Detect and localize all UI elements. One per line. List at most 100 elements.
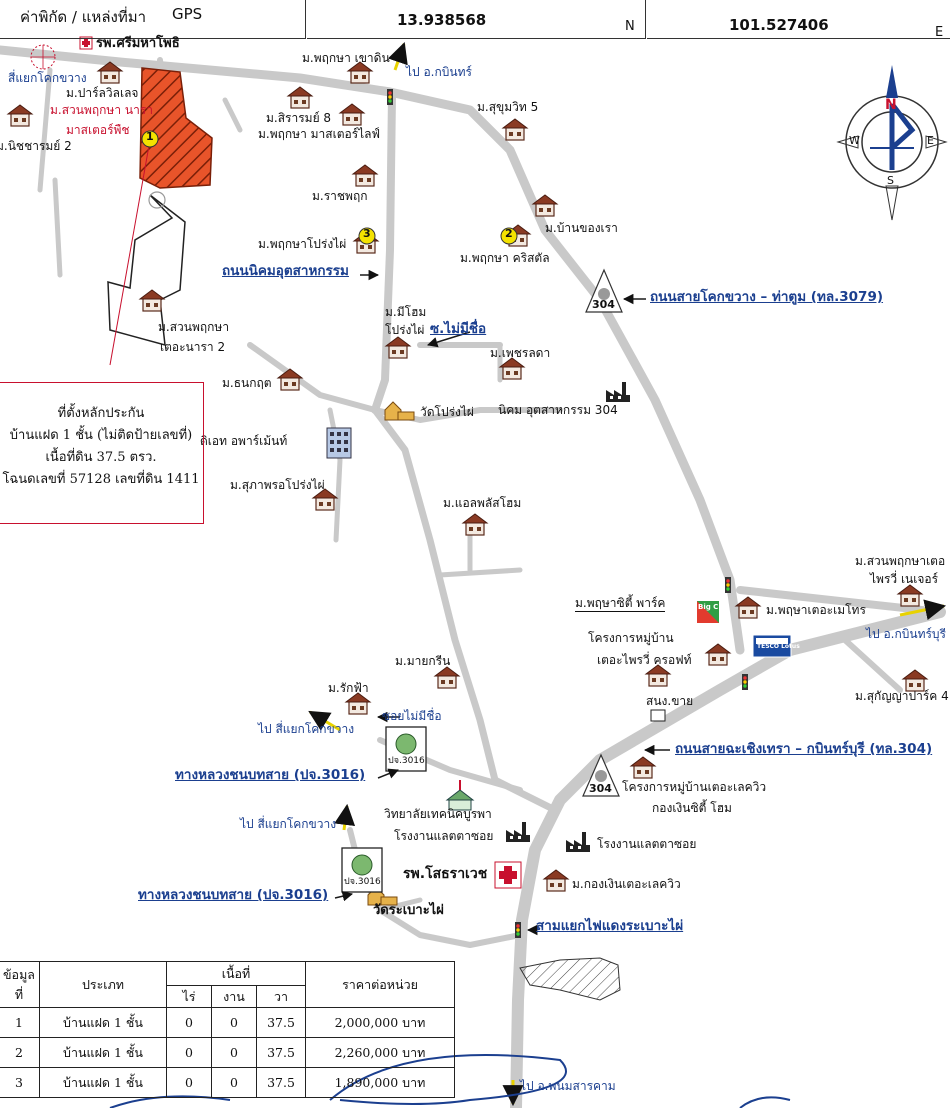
mai-green-label: ม.มายกรีน: [395, 654, 451, 668]
marker-1-label: 1: [146, 130, 154, 143]
pruksa-master-life-label: ม.พฤกษา มาสเตอร์ไลฟ์: [258, 127, 381, 141]
row-price: 1,890,000 บาท: [305, 1067, 455, 1098]
hospital-cross-icon: [494, 861, 522, 889]
parcel-ring: [148, 191, 166, 209]
row-type: บ้านแฝด 1 ชั้น: [39, 1007, 167, 1038]
marker-3: [358, 227, 376, 245]
row-no: 3: [0, 1067, 40, 1098]
project-lakeview-label: โครงการหมู่บ้านเตอะเลควิว: [622, 780, 767, 794]
to-phanom-label: ไป อ.พนมสารคาม: [520, 1079, 616, 1093]
land-parcel: [139, 67, 213, 189]
parcel-outline: [107, 194, 186, 347]
suphaporn-label: ม.สุภาพรอโปร่งไผ่: [230, 478, 325, 492]
d-apartment-label: ดิเอท อพาร์เม้นท์: [200, 434, 288, 448]
hospital-pin-icon: [30, 44, 56, 70]
row-ngan: 0: [211, 1067, 257, 1098]
latitude-suffix: N: [625, 19, 635, 34]
longitude-value: 101.527406: [729, 16, 829, 34]
row-ngan: 0: [211, 1037, 257, 1068]
pruksa-prongphai-label: ม.พฤกษาโปร่งไผ่: [258, 237, 347, 251]
shield-304-label: 304: [592, 298, 615, 311]
row-ngan: 0: [211, 1007, 257, 1038]
project-lakeview-sub-label: กองเงินซิตี้ โฮม: [652, 801, 732, 815]
latitude-cell: 13.938568 N: [307, 0, 646, 39]
parcel-pointer-line: [109, 139, 151, 366]
el-plus-label: ม.แอลพลัสโฮม: [443, 496, 522, 510]
sirarom-label: ม.สิรารมย์ 8: [266, 111, 332, 125]
hospital-sothorn-label: รพ.โสธราเวช: [403, 866, 488, 882]
soi-no-name-label: ซอยไม่มีชื่อ: [382, 709, 442, 723]
price-table: ข้อมูลที่ ประเภท เนื้อที่ ราคาต่อหน่วย ไ…: [0, 961, 455, 1098]
pruksa-khaodin-label: ม.พฤกษา เขาดิน: [302, 51, 390, 65]
nikhom-304-label: นิคม อุตสาหกรรม 304: [498, 403, 618, 417]
col-type-header: ประเภท: [39, 961, 167, 1008]
table-row: 3 บ้านแฝด 1 ชั้น 0 0 37.5 1,890,000 บาท: [0, 1067, 455, 1098]
road-3016-label: ทางหลวงชนบทสาย (ปจ.3016): [175, 767, 366, 783]
pruksa-city-park-label: ม.พฤษาซิตี้ พาร์ค: [575, 596, 666, 612]
to-kabinburi-label: ไป อ.กบินทร์: [406, 65, 472, 79]
row-type: บ้านแฝด 1 ชั้น: [39, 1037, 167, 1068]
longitude-cell: 101.527406 E: [647, 0, 950, 40]
suan-pruksa-tr-label: ม.สวนพฤกษาเตอ: [855, 554, 946, 568]
thanakrit-label: ม.ธนกฤต: [222, 376, 272, 390]
sales-office-icon: [650, 709, 666, 722]
factory-1-label: โรงงานแลตตาซอย: [394, 829, 494, 843]
parn-village-label: ม.ปาร์ลวิลเลจ: [66, 86, 139, 100]
rakfa-label: ม.รักฟ้า: [328, 681, 369, 695]
suan-pruksa-nara2-label: ม.สวนพฤกษา: [158, 320, 230, 334]
factory-icon: [506, 822, 530, 842]
latitude-value: 13.938568: [397, 11, 487, 29]
collateral-info-box: ที่ตั้งหลักประกัน บ้านแฝด 1 ชั้น (ไม่ติด…: [0, 382, 204, 524]
info-box-line1: บ้านแฝด 1 ชั้น (ไม่ติดป้ายเลขที่): [9, 428, 193, 443]
marker-1: [141, 130, 159, 148]
col-price-header: ราคาต่อหน่วย: [305, 961, 455, 1008]
master-pich-label: มาสเตอร์พืช: [66, 123, 130, 137]
petcharada-label: ม.เพชรลดา: [490, 346, 551, 360]
hospital-cross-icon-small: [79, 36, 93, 50]
coordinate-header: ค่าพิกัด / แหล่งที่มา GPS 13.938568 N 10…: [0, 0, 950, 40]
row-price: 2,260,000 บาท: [305, 1037, 455, 1068]
hospital-top-label: รพ.ศรีมหาโพธิ: [96, 36, 180, 51]
bigc-logo-text: Big C: [698, 603, 719, 611]
shield-3016-label: ปจ.3016: [344, 877, 381, 887]
coordinate-source-cell: ค่าพิกัด / แหล่งที่มา GPS: [0, 0, 306, 39]
shield-3016-icon: [341, 847, 383, 893]
prongphai-label: โปร่งไผ่: [385, 323, 425, 337]
marker-2: [500, 227, 518, 245]
to-kabinburi2-label: ไป อ.กบินทร์บุรี: [866, 627, 946, 641]
col-ngan-header: งาน: [211, 985, 257, 1008]
tesco-lotus-logo-text: TESCO Lotus: [757, 643, 800, 650]
traffic-light-icon: [387, 89, 393, 105]
factory-2-label: โรงงานแลตตาซอย: [597, 837, 697, 851]
baan-khong-rao-label: ม.บ้านของเรา: [545, 221, 618, 235]
road-304-label: ถนนสายฉะเชิงเทรา – กบินทร์บุรี (ทล.304): [675, 741, 933, 757]
col-rai-header: ไร่: [166, 985, 212, 1008]
temple-icon: [384, 401, 415, 421]
marker-2-label: 2: [505, 227, 513, 240]
tesco-lotus-logo: [752, 634, 792, 658]
traffic-light-icon: [742, 674, 748, 690]
compass-rose-icon: [836, 65, 948, 221]
table-row: 1 บ้านแฝด 1 ชั้น 0 0 37.5 2,000,000 บาท: [0, 1007, 455, 1038]
row-rai: 0: [166, 1067, 212, 1098]
intersection-kokkwang-label: สี่แยกโคกขวาง: [8, 71, 87, 85]
kongngern-label: ม.กองเงินเตอะเลควิว: [572, 877, 681, 891]
info-box-line2: เนื้อที่ดิน 37.5 ตรว.: [45, 450, 157, 465]
road-3079-label: ถนนสายโคกขวาง – ท่าตูม (ทล.3079): [650, 289, 884, 305]
to-kokkwang2-label: ไป สี่แยกโคกขวาง: [240, 817, 337, 831]
shield-304-icon: [585, 268, 623, 313]
col-area-header: เนื้อที่: [166, 961, 306, 986]
traffic-light-icon: [515, 922, 521, 938]
compass-e: E: [927, 134, 934, 147]
row-no: 1: [0, 1007, 40, 1038]
wat-rabao-label: วัดระเบาะไผ่: [373, 903, 444, 918]
bigc-logo: [697, 601, 719, 623]
info-box-title: ที่ตั้งหลักประกัน: [57, 406, 145, 421]
wat-prongphai-label: วัดโปร่งไผ่: [420, 405, 474, 419]
project-privy-label: โครงการหมู่บ้าน: [588, 631, 674, 645]
row-wa: 37.5: [256, 1007, 306, 1038]
table-row: 2 บ้านแฝด 1 ชั้น 0 0 37.5 2,260,000 บาท: [0, 1037, 455, 1068]
mee-home-label: ม.มีโฮม: [385, 305, 427, 319]
traffic-light-icon: [725, 577, 731, 593]
